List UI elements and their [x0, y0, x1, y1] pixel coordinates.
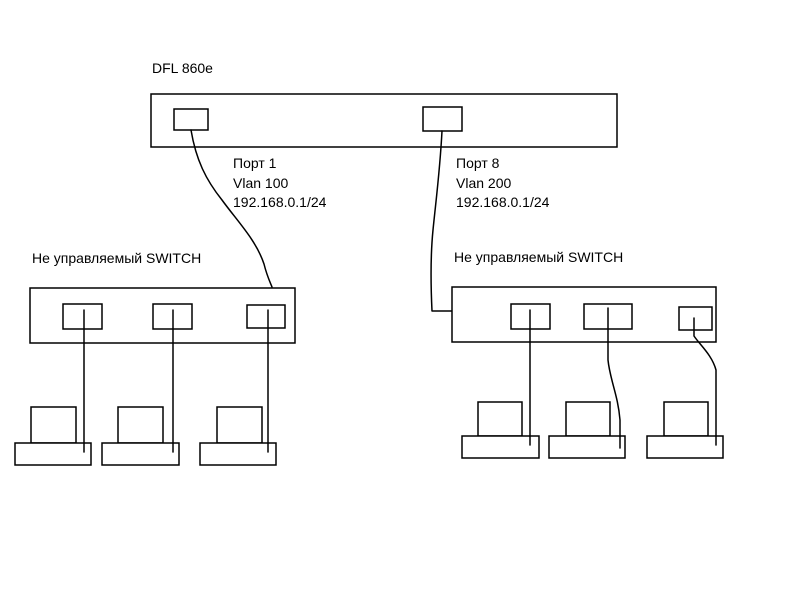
right-computer-3	[646, 401, 724, 459]
right-computer-1-base	[461, 435, 540, 459]
right-computer-1	[461, 401, 540, 459]
port-1-name: Порт 1	[233, 155, 277, 171]
left-computer-1	[14, 406, 92, 466]
right-computer-2-monitor	[565, 401, 611, 437]
port-1-ip: 192.168.0.1/24	[233, 194, 327, 210]
cable-right-switch-port-3	[693, 317, 717, 446]
left-computer-3-monitor	[216, 406, 263, 444]
left-computer-1-monitor	[30, 406, 77, 444]
port-8-vlan: Vlan 200	[456, 175, 511, 191]
left-computer-2	[101, 406, 180, 466]
right-computer-1-monitor	[477, 401, 523, 437]
left-computer-1-base	[14, 442, 92, 466]
cable-port-8-to-right-switch	[430, 130, 456, 312]
cable-port-1-to-left-switch	[190, 129, 273, 288]
firewall-port-1	[173, 108, 209, 131]
port-1-vlan: Vlan 100	[233, 175, 288, 191]
left-computer-3-base	[199, 442, 277, 466]
right-computer-2	[548, 401, 626, 459]
firewall-title: DFL 860e	[152, 60, 213, 76]
port-8-ip: 192.168.0.1/24	[456, 194, 550, 210]
left-computer-3	[199, 406, 277, 466]
left-computer-2-monitor	[117, 406, 164, 444]
right-computer-2-base	[548, 435, 626, 459]
left-switch-port-3	[246, 304, 286, 329]
left-computer-2-base	[101, 442, 180, 466]
left-switch-port-1	[62, 303, 103, 330]
firewall-port-8	[422, 106, 463, 132]
cable-right-switch-port-2	[607, 307, 621, 449]
firewall-box	[150, 93, 618, 148]
port-8-name: Порт 8	[456, 155, 500, 171]
left-switch-label: Не управляемый SWITCH	[32, 250, 201, 266]
right-switch-port-3	[678, 306, 713, 331]
right-switch-label: Не управляемый SWITCH	[454, 249, 623, 265]
right-computer-3-monitor	[663, 401, 709, 437]
right-computer-3-base	[646, 435, 724, 459]
